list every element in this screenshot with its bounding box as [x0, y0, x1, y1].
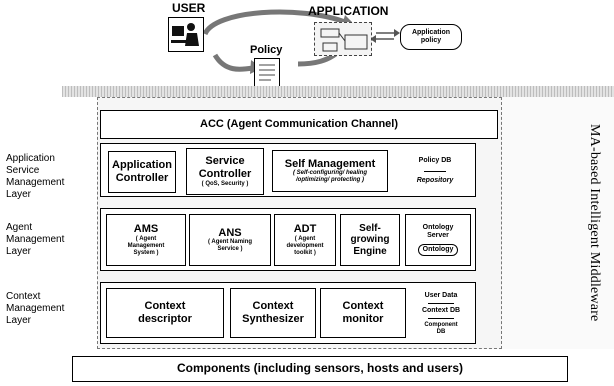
- middleware-title: MA-based Intelligent Middleware: [587, 124, 602, 322]
- self-growing-engine-label: Self- growing Engine: [350, 222, 390, 257]
- components-label: Components (including sensors, hosts and…: [176, 361, 464, 376]
- application-icon: [314, 22, 372, 56]
- repository-label: Repository: [416, 176, 454, 184]
- middleware-rail: [62, 86, 614, 97]
- components-box: Components (including sensors, hosts and…: [72, 356, 568, 382]
- context-monitor-label: Context monitor: [342, 300, 384, 325]
- adt-label: ADT: [293, 223, 317, 236]
- self-growing-engine-box: Self- growing Engine: [340, 214, 400, 266]
- context-synthesizer-label: Context Synthesizer: [242, 300, 304, 325]
- application-controller-label: Application Controller: [112, 159, 172, 184]
- user-title: USER: [172, 1, 206, 15]
- self-management-label: Self Management: [284, 157, 376, 170]
- user-data-divider: [428, 303, 454, 305]
- ams-box: AMS ( Agent Management System ): [106, 214, 186, 266]
- self-management-sub: ( Self-configuring/ healing /optimizing/…: [293, 170, 367, 184]
- ams-sub: ( Agent Management System ): [127, 235, 165, 256]
- middleware-panel: [500, 97, 614, 349]
- context-databases: User Data Context DB Component DB: [410, 286, 472, 342]
- ans-box: ANS ( Agent Naming Service ): [189, 214, 271, 266]
- component-db-label: Component DB: [424, 322, 458, 336]
- application-controller-box: Application Controller: [108, 151, 176, 193]
- policy-db-label: Policy DB: [418, 157, 452, 165]
- user-icon: [168, 17, 204, 52]
- service-controller-label: Service Controller: [198, 155, 252, 181]
- application-layer-label: Application Service Management Layer: [6, 153, 65, 200]
- context-descriptor-box: Context descriptor: [106, 288, 224, 338]
- context-db-divider: [428, 318, 454, 320]
- context-db-label: Context DB: [421, 307, 461, 315]
- context-layer-label: Context Management Layer: [6, 291, 65, 326]
- context-descriptor-label: Context descriptor: [138, 300, 192, 325]
- ans-sub: ( Agent Naming Service ): [207, 239, 253, 253]
- acc-label: ACC (Agent Communication Channel): [200, 118, 398, 131]
- adt-box: ADT ( Agent development toolkit ): [274, 214, 336, 266]
- application-title: APPLICATION: [308, 4, 389, 18]
- user-data-label: User Data: [424, 292, 458, 300]
- context-synthesizer-box: Context Synthesizer: [230, 288, 316, 338]
- ontology-server-label: Ontology Server: [422, 224, 454, 240]
- ams-label: AMS: [133, 223, 159, 236]
- service-controller-sub: ( QoS, Security ): [201, 180, 249, 187]
- self-management-box: Self Management ( Self-configuring/ heal…: [272, 150, 388, 192]
- context-monitor-box: Context monitor: [320, 288, 406, 338]
- ontology-label: Ontology: [417, 243, 459, 256]
- policy-db-divider: [424, 170, 446, 172]
- policy-db: Policy DB Repository: [400, 151, 470, 191]
- ontology-server-box: Ontology Server Ontology: [405, 214, 471, 266]
- application-policy-label: Application policy: [411, 28, 451, 44]
- acc-box: ACC (Agent Communication Channel): [100, 110, 498, 139]
- agent-layer-label: Agent Management Layer: [6, 222, 65, 257]
- adt-sub: ( Agent development toolkit ): [286, 235, 324, 256]
- policy-document-icon: [254, 58, 280, 88]
- policy-title: Policy: [250, 44, 283, 56]
- ans-label: ANS: [218, 226, 242, 239]
- service-controller-box: Service Controller ( QoS, Security ): [186, 148, 264, 195]
- application-policy-box: Application policy: [400, 24, 462, 50]
